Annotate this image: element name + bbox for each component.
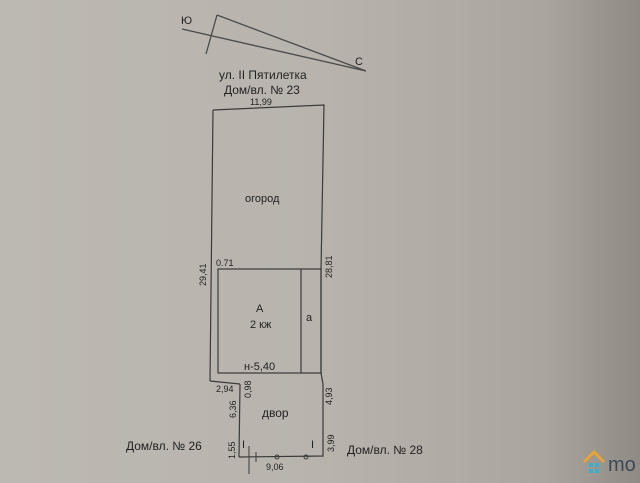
right-length-dimension: 28,81 <box>324 255 334 278</box>
compass-south-label: Ю <box>181 15 193 27</box>
offset-dimension: 0.71 <box>216 258 234 268</box>
compass-arrow-icon <box>181 14 367 72</box>
gate-mark-right: I <box>311 439 315 451</box>
house-bottom-width: н-5,40 <box>244 361 276 373</box>
dim-3-99: 3,99 <box>326 434 336 452</box>
watermark-text: mo <box>608 454 636 476</box>
dim-2-94: 2,94 <box>216 384 234 394</box>
watermark-logo: mo <box>582 448 640 480</box>
compass-north-label: С <box>355 56 363 68</box>
yard-label: двор <box>262 406 289 420</box>
plot-boundary <box>209 104 325 458</box>
dim-1-55: 1,55 <box>227 441 237 459</box>
neighbor-right-label: Дом/вл. № 28 <box>347 443 423 457</box>
left-length-dimension: 29,41 <box>198 263 208 286</box>
dim-6-36: 6,36 <box>228 400 238 418</box>
neighbor-left-label: Дом/вл. № 26 <box>126 439 202 453</box>
dim-4-93: 4,93 <box>324 387 334 405</box>
fence-marks <box>248 446 309 474</box>
house-logo-icon <box>582 449 606 473</box>
annex-label: а <box>306 312 313 324</box>
street-name: ул. II Пятилетка <box>219 68 307 82</box>
house-letter: А <box>256 303 264 315</box>
top-width-dimension: 11,99 <box>250 97 272 107</box>
house-type: 2 кж <box>250 319 272 331</box>
neighbor-top-label: Дом/вл. № 23 <box>224 83 300 97</box>
gate-mark-left: I <box>242 439 246 451</box>
dim-0-98: 0,98 <box>243 380 253 398</box>
garden-label: огород <box>245 193 280 205</box>
yard-bottom-width: 9,06 <box>266 462 284 472</box>
